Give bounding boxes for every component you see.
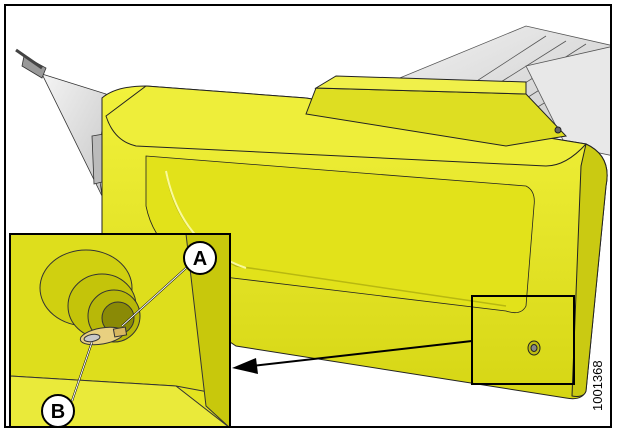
divider-cone: [15, 48, 107, 197]
detail-arrow: [232, 340, 473, 374]
figure-frame: A B 1001368: [4, 4, 612, 428]
detail-box: [471, 295, 575, 385]
callout-b: B: [41, 394, 75, 426]
illustration: A B: [9, 25, 610, 426]
callout-a-label: A: [193, 248, 207, 270]
figure-number: 1001368: [590, 360, 605, 411]
callout-b-label: B: [51, 401, 65, 423]
callout-a: A: [183, 241, 217, 275]
callout-leaders-white: [71, 267, 187, 402]
inset-detail: [9, 233, 231, 426]
